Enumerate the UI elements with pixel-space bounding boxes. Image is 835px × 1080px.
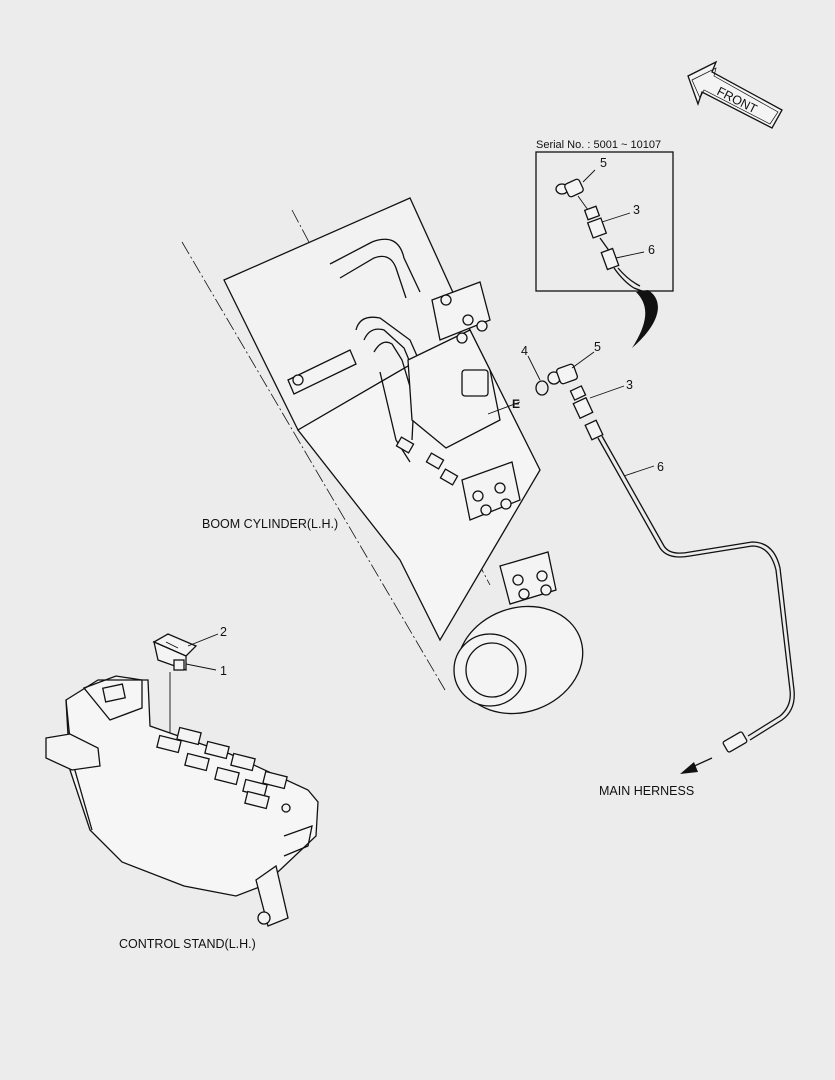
boom-cylinder-label: BOOM CYLINDER(L.H.) [202,517,338,531]
leader-inset-3 [601,212,631,223]
callout-2: 2 [220,625,227,639]
leader-inset-6 [615,251,645,259]
inset-cable [599,237,643,292]
elbow-fitting [547,363,578,385]
sensor-cable [584,419,795,753]
detail-e-label: E [512,397,520,411]
callout-1: 1 [220,664,227,678]
inset-frame [535,151,674,292]
leader-6 [623,465,655,477]
callout-6: 6 [657,460,664,474]
pressure-sensor [569,385,594,420]
leader-inset-5 [582,169,596,183]
leader-3 [589,385,625,399]
leader-e [487,401,521,415]
leader-5 [571,351,595,369]
serial-label: Serial No. : 5001 ~ 10107 [536,139,661,151]
cylinder-rod-eye [453,605,584,715]
centerline-1 [181,241,446,691]
main-harness-arrow [680,757,713,774]
callout-inset-5: 5 [600,156,607,170]
o-ring [535,380,549,396]
control-stand [45,675,319,927]
leader-4 [527,355,541,381]
inset-elbow-fitting [555,178,589,211]
callout-inset-3: 3 [633,203,640,217]
sensor-assembly: 4 5 3 6 [521,340,795,753]
callout-3: 3 [626,378,633,392]
inset-pointer-arrow [632,290,658,348]
main-harness-label: MAIN HERNESS [599,784,694,798]
callout-5: 5 [594,340,601,354]
leader-2 [187,633,219,647]
callout-4: 4 [521,344,528,358]
control-stand-label: CONTROL STAND(L.H.) [119,937,256,951]
rocker-switch [152,633,198,671]
inset-pressure-sensor [583,205,608,239]
serial-inset: Serial No. : 5001 ~ 10107 5 3 6 [535,139,674,292]
callout-inset-6: 6 [648,243,655,257]
boom-cylinder: BOOM CYLINDER(L.H.) [181,197,584,715]
leader-1 [185,663,217,671]
front-arrow: FRONT [687,60,783,129]
